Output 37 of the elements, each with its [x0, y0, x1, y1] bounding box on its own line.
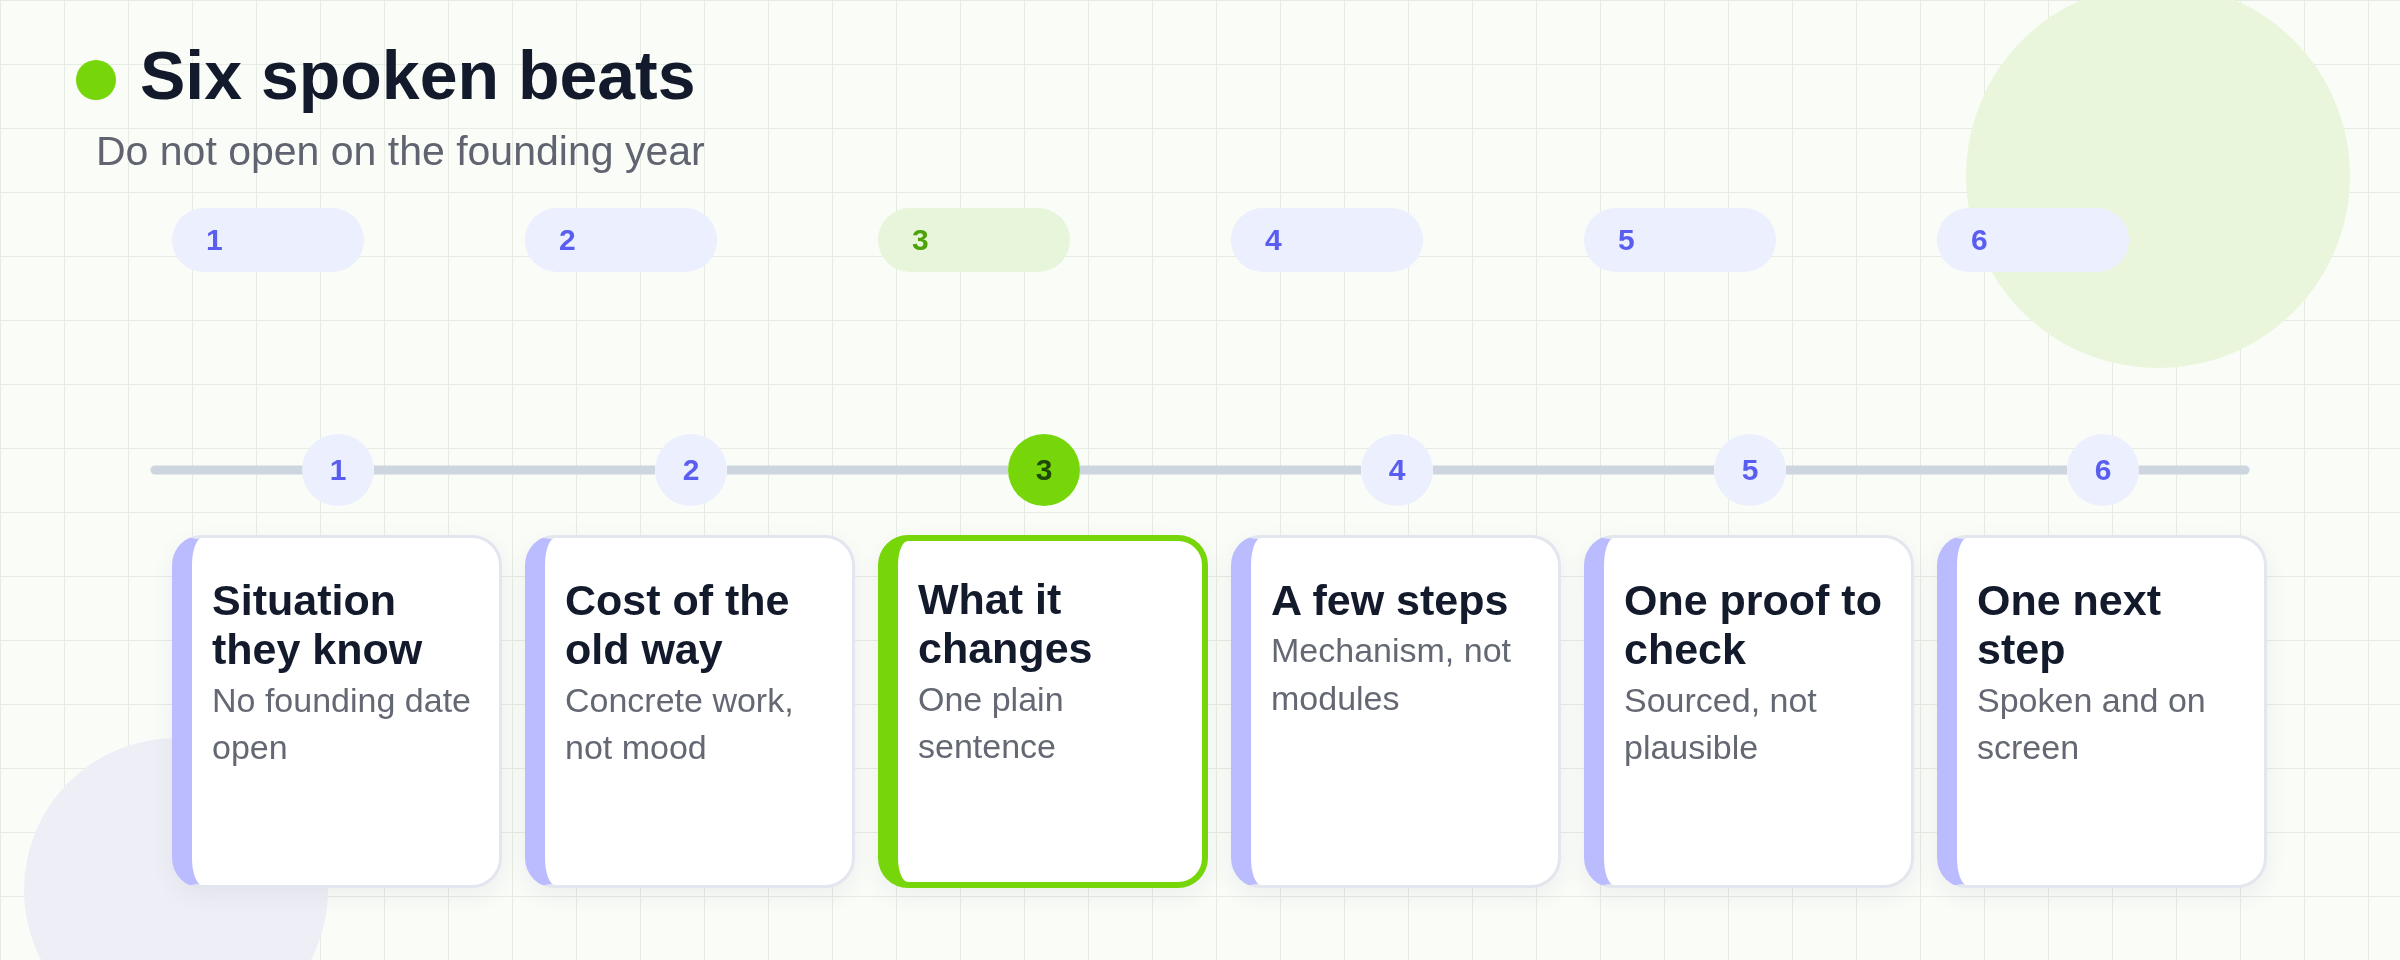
step-pill: 4 — [1231, 208, 1423, 272]
timeline-track — [727, 465, 1008, 475]
step-pill: 2 — [525, 208, 717, 272]
card-description: Mechanism, not modules — [1271, 630, 1512, 720]
card-description: Spoken and on screen — [1977, 679, 2207, 769]
step-pill: 3 — [878, 208, 1070, 272]
card-description: No founding date open — [212, 679, 472, 769]
title: Six spoken beats — [140, 36, 696, 114]
card-description: Concrete work, not mood — [565, 679, 795, 769]
step-marker: 3 — [1008, 434, 1080, 506]
beat-card — [1937, 535, 2267, 888]
card-heading: Situation they know — [212, 576, 424, 675]
step-marker: 6 — [2067, 434, 2139, 506]
beat-card — [1231, 535, 1561, 888]
timeline-track — [374, 465, 655, 475]
timeline-track — [1786, 465, 2067, 475]
card-heading: Cost of the old way — [565, 576, 791, 675]
card-description: Sourced, not plausible — [1624, 679, 1818, 769]
beat-card — [878, 535, 1208, 888]
card-heading: One proof to check — [1624, 576, 1883, 675]
beat-card — [1584, 535, 1914, 888]
card-description: One plain sentence — [918, 678, 1065, 768]
timeline-track — [1433, 465, 1714, 475]
step-marker: 4 — [1361, 434, 1433, 506]
step-pill: 5 — [1584, 208, 1776, 272]
card-heading: What it changes — [918, 575, 1094, 674]
step-marker: 1 — [302, 434, 374, 506]
beat-card — [525, 535, 855, 888]
step-marker: 2 — [655, 434, 727, 506]
card-heading: One next step — [1977, 576, 2162, 675]
subtitle: Do not open on the founding year — [96, 128, 705, 175]
step-marker: 5 — [1714, 434, 1786, 506]
card-heading: A few steps — [1271, 576, 1510, 626]
step-pill: 1 — [172, 208, 364, 272]
step-pill: 6 — [1937, 208, 2129, 272]
beat-card — [172, 535, 502, 888]
timeline-track — [1080, 465, 1361, 475]
